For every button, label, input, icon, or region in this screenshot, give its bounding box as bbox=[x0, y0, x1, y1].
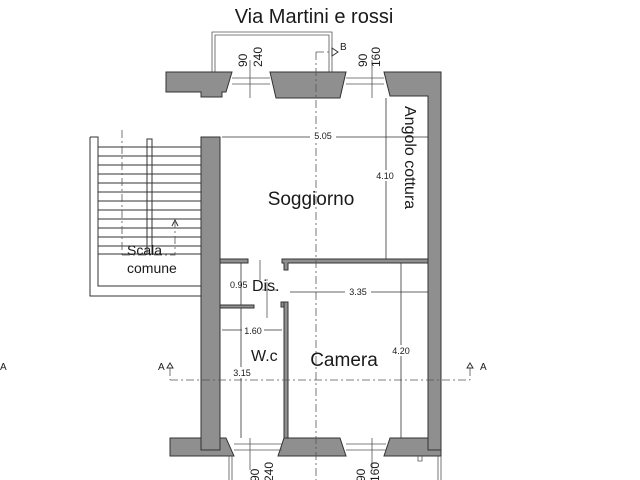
opening-bottom-left-width: 90 bbox=[248, 468, 262, 480]
balcony-outline bbox=[211, 31, 333, 72]
dim-hall-depth: 0.95 bbox=[230, 280, 248, 290]
dim-living-depth: 4.10 bbox=[376, 171, 394, 181]
section-arrow-b bbox=[331, 47, 339, 57]
dim-bath-depth: 3.15 bbox=[233, 368, 251, 378]
dim-living-width: 5.05 bbox=[314, 131, 332, 141]
wall-bottom-right bbox=[383, 437, 442, 457]
opening-bottom-right-width: 90 bbox=[354, 468, 368, 480]
wall-top-middle bbox=[269, 71, 347, 99]
window-bottom-left bbox=[234, 443, 282, 451]
common-stairs bbox=[89, 130, 201, 297]
wall-bottom-middle bbox=[277, 437, 347, 457]
opening-axis-lines bbox=[249, 60, 373, 470]
opening-top-right-height: 160 bbox=[369, 47, 383, 67]
window-top-right bbox=[346, 77, 384, 85]
dim-bath-width: 1.60 bbox=[244, 326, 262, 336]
section-label-b: B bbox=[340, 42, 347, 53]
window-bottom-right bbox=[346, 443, 386, 451]
opening-top-left-height: 240 bbox=[251, 47, 265, 67]
wall-east-extension bbox=[437, 456, 442, 480]
wall-top-left bbox=[165, 71, 233, 98]
opening-top-right-width: 90 bbox=[356, 53, 370, 67]
street-name: Via Martini e rossi bbox=[235, 6, 394, 28]
dim-bedroom-depth: 4.20 bbox=[392, 346, 410, 356]
opening-top-left-width: 90 bbox=[236, 53, 250, 67]
window-top-left bbox=[232, 77, 270, 85]
dim-bedroom-width: 3.35 bbox=[349, 287, 367, 297]
room-label-bedroom: Camera bbox=[310, 350, 378, 371]
door-marks bbox=[259, 260, 268, 281]
stairs-label-1: Scala bbox=[127, 242, 162, 258]
balcony-outline-inner bbox=[214, 34, 330, 72]
wall-internal-left-stub bbox=[219, 258, 249, 264]
section-label-a-right: A bbox=[480, 362, 487, 373]
section-arrow-a-left bbox=[166, 362, 174, 369]
room-label-kitchen-corner: Angolo cottura bbox=[401, 106, 418, 209]
wall-bottom-left bbox=[169, 437, 235, 457]
wall-wc-jamb bbox=[280, 301, 285, 308]
room-label-living: Soggiorno bbox=[268, 189, 355, 210]
section-line-a-ends bbox=[169, 368, 471, 380]
hall-guides bbox=[262, 282, 278, 318]
stairs-label-2: comune bbox=[127, 260, 177, 276]
wall-notch bbox=[417, 456, 423, 462]
section-label-a-edge: A bbox=[0, 362, 7, 373]
wall-west bbox=[200, 136, 221, 451]
wall-internal-living-bedroom bbox=[281, 258, 429, 271]
opening-bottom-right-height: 160 bbox=[368, 462, 382, 480]
room-label-hall: Dis. bbox=[252, 278, 280, 295]
room-label-bathroom: W.c bbox=[251, 348, 278, 365]
section-label-a-left: A bbox=[158, 362, 165, 373]
section-arrow-a-right bbox=[466, 362, 474, 369]
wall-west-extension bbox=[228, 456, 233, 480]
wall-wc-top bbox=[219, 304, 255, 309]
wall-wc-bedroom bbox=[283, 301, 289, 439]
opening-bottom-left-height: 240 bbox=[262, 462, 276, 480]
